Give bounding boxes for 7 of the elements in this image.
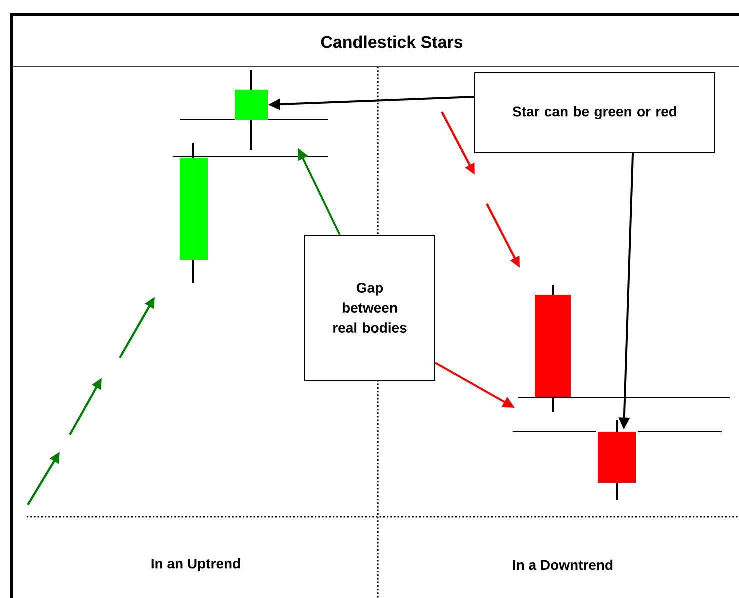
- star-candlestick: [598, 420, 636, 500]
- section-label: In a Downtrend: [513, 560, 613, 570]
- callout-box: Star can be green or red: [474, 72, 716, 154]
- section-label: In an Uptrend: [152, 558, 240, 572]
- title: Candlestick Stars: [321, 36, 463, 48]
- star-candlestick: [235, 70, 268, 150]
- callout-box: Gap between real bodies: [304, 235, 436, 381]
